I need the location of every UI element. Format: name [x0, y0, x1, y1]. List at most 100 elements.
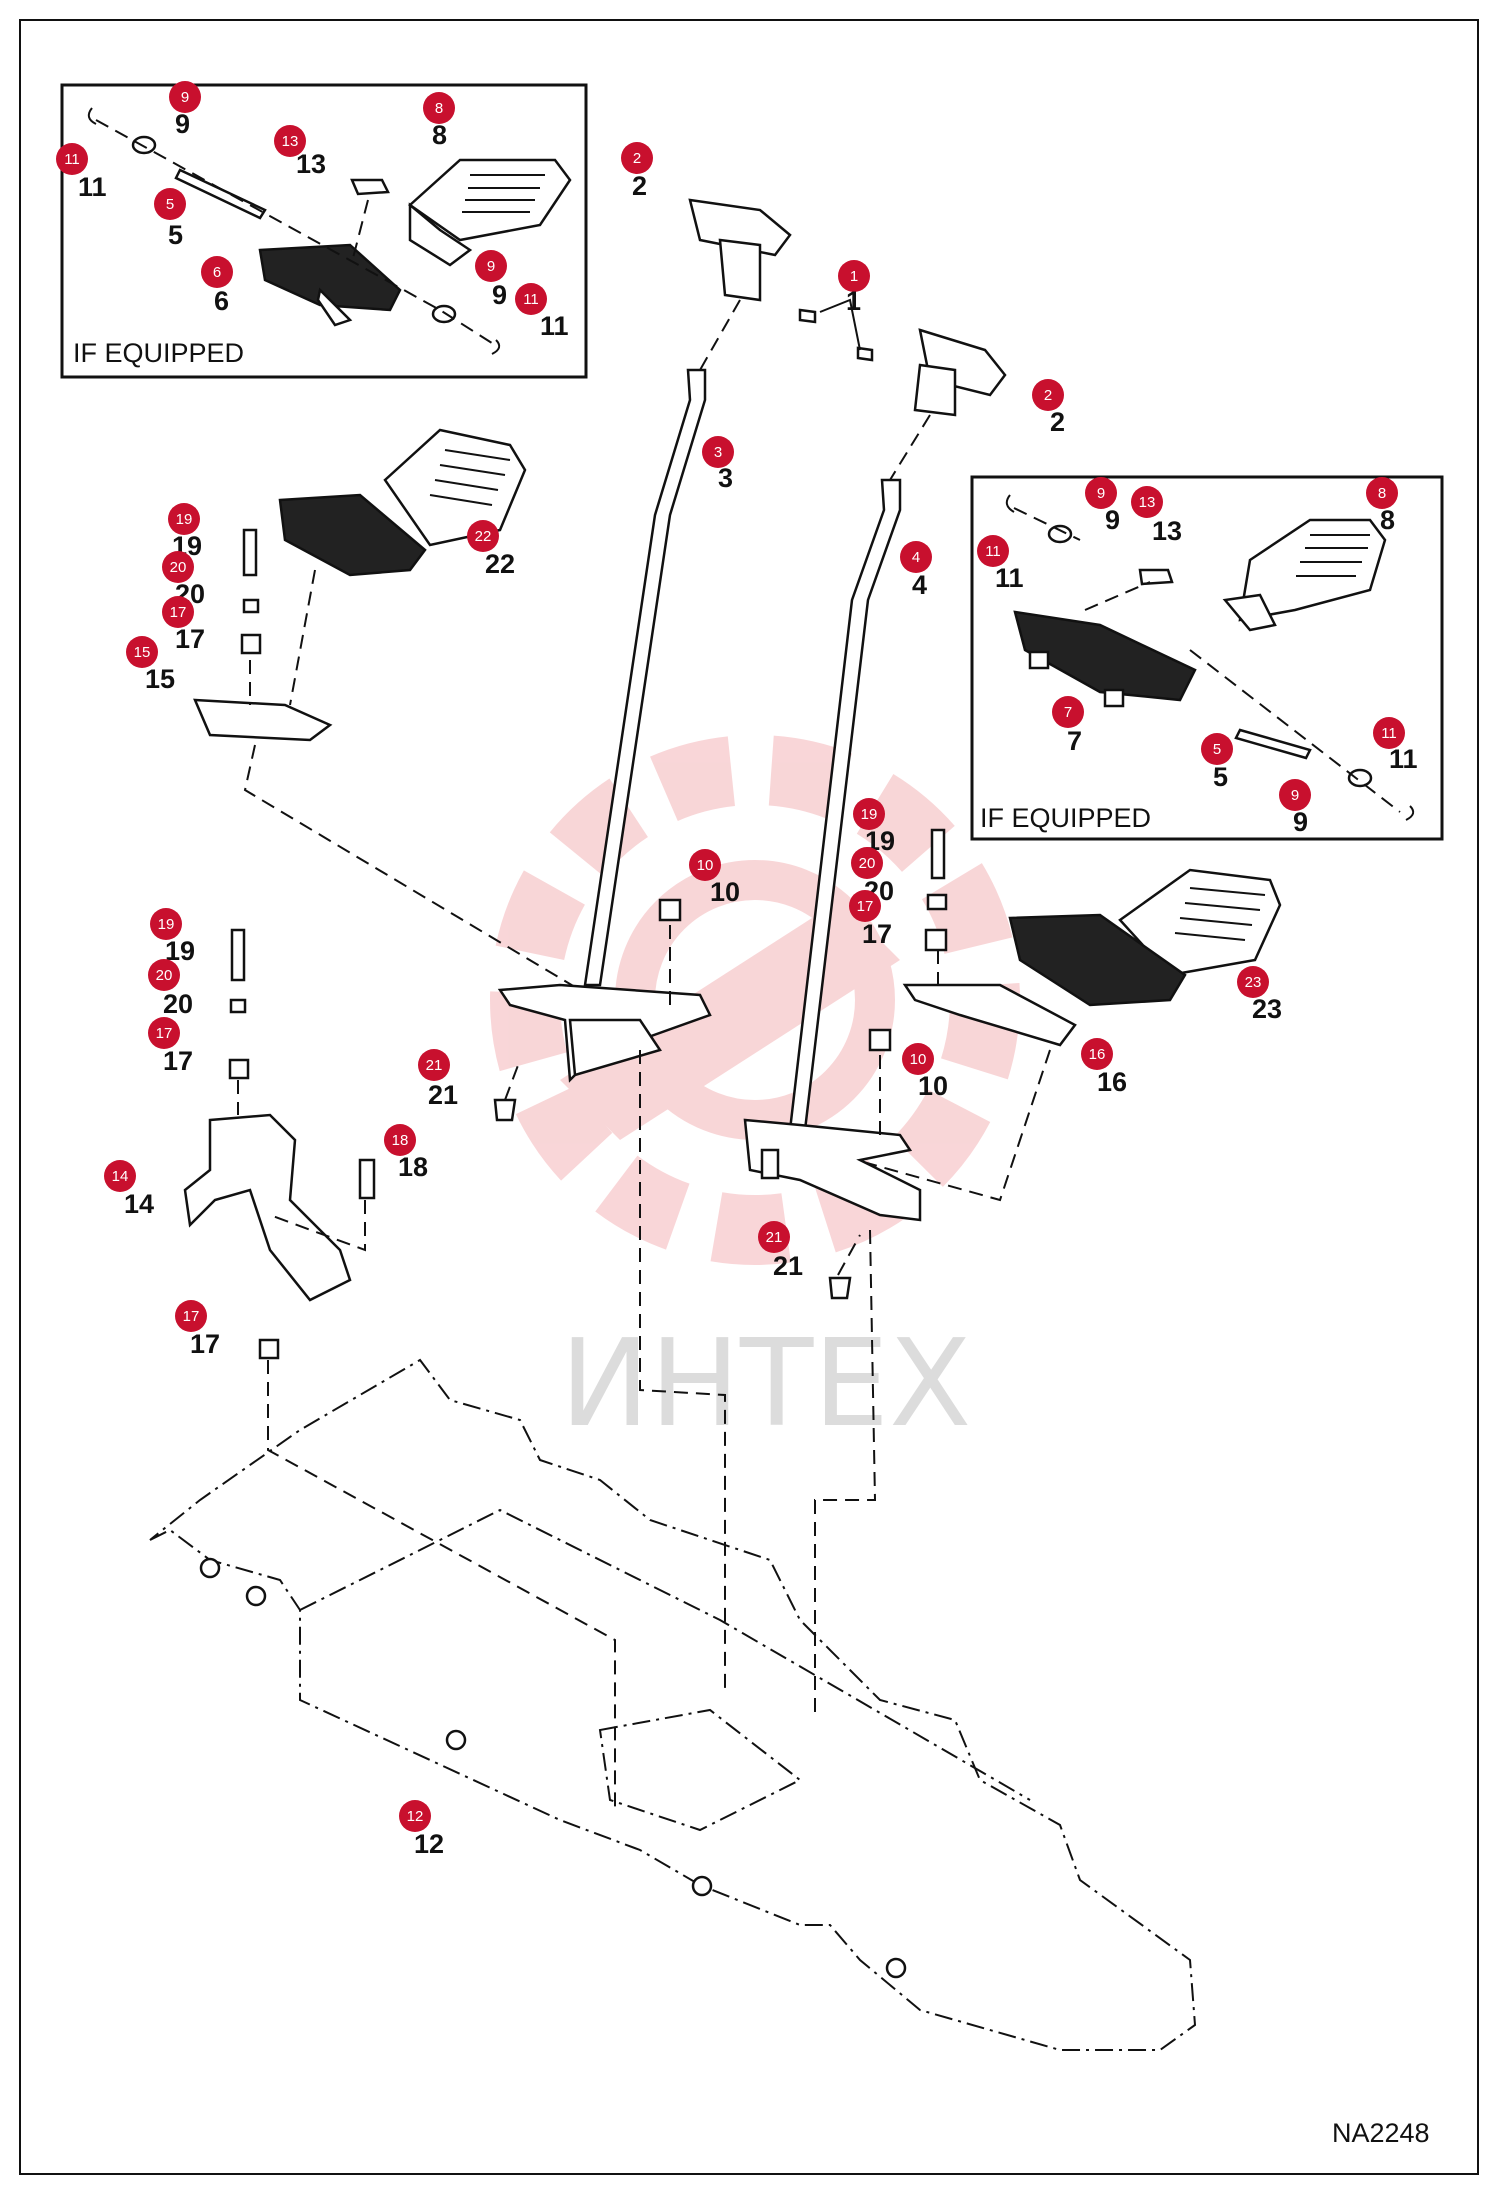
inset-right-parts	[1005, 494, 1415, 821]
callout-badge-23	[1237, 966, 1269, 998]
callout-badge-text-12: 12	[407, 1808, 424, 1825]
callout-number-20: 20	[163, 989, 193, 1019]
inset-note-right: IF EQUIPPED	[980, 803, 1151, 833]
callout-badge-text-4: 4	[912, 549, 920, 566]
callout-badge-text-15: 15	[134, 644, 151, 661]
callout-badge-10	[902, 1043, 934, 1075]
callout-badge-text-17: 17	[170, 604, 187, 621]
callout-number-1: 1	[846, 286, 861, 316]
callout-badge-text-9: 9	[181, 89, 189, 106]
callout-badge-text-13: 13	[1139, 494, 1156, 511]
callout-badge-11	[1373, 717, 1405, 749]
callout-number-11: 11	[540, 311, 569, 341]
callout-badge-7	[1052, 696, 1084, 728]
callout-number-8: 8	[432, 120, 447, 150]
callout-number-9: 9	[1105, 505, 1120, 535]
callout-number-23: 23	[1252, 994, 1282, 1024]
callout-number-17: 17	[163, 1046, 193, 1076]
callout-badge-text-8: 8	[435, 100, 443, 117]
callout-badge-text-10: 10	[910, 1051, 927, 1068]
callout-badge-1	[838, 260, 870, 292]
callout-badge-text-17: 17	[183, 1308, 200, 1325]
callout-badge-text-5: 5	[166, 196, 174, 213]
callout-badge-6	[201, 256, 233, 288]
callout-number-2: 2	[1050, 407, 1065, 437]
callout-number-6: 6	[214, 286, 229, 316]
callout-number-13: 13	[1152, 516, 1182, 546]
callout-badge-13	[274, 125, 306, 157]
callout-number-8: 8	[1380, 505, 1395, 535]
callout-badge-19	[168, 503, 200, 535]
inset-note-top-left: IF EQUIPPED	[73, 338, 244, 368]
right-pedal-assembly	[819, 828, 1282, 1202]
callout-badge-9	[1279, 779, 1311, 811]
callout-badge-11	[56, 143, 88, 175]
callout-badge-5	[1201, 733, 1233, 765]
callout-badge-text-17: 17	[857, 898, 874, 915]
callout-number-2: 2	[632, 171, 647, 201]
callout-badge-21	[418, 1049, 450, 1081]
callout-number-9: 9	[1293, 807, 1308, 837]
handle-levers	[583, 198, 1007, 1132]
callout-number-16: 16	[1097, 1067, 1127, 1097]
callout-number-11: 11	[78, 172, 107, 202]
callout-badge-text-20: 20	[170, 559, 187, 576]
callout-badge-20	[851, 847, 883, 879]
callout-badge-21	[758, 1221, 790, 1253]
callout-badge-text-21: 21	[766, 1229, 783, 1246]
callout-number-18: 18	[398, 1152, 428, 1182]
callout-badge-text-11: 11	[64, 151, 80, 168]
callout-badge-9	[1085, 477, 1117, 509]
inset-box-right	[970, 475, 1444, 841]
callout-badge-17	[148, 1017, 180, 1049]
callout-number-10: 10	[710, 877, 740, 907]
callout-badge-text-5: 5	[1213, 741, 1221, 758]
callout-badge-text-14: 14	[112, 1168, 129, 1185]
callout-badge-19	[150, 908, 182, 940]
callout-badge-text-11: 11	[523, 291, 539, 308]
callout-badge-13	[1131, 486, 1163, 518]
callout-number-9: 9	[492, 280, 507, 310]
callout-number-11: 11	[1389, 744, 1418, 774]
callout-number-17: 17	[175, 624, 205, 654]
callout-badge-text-16: 16	[1089, 1046, 1106, 1063]
callout-badge-text-19: 19	[176, 511, 193, 528]
watermark-text: ИНТЕХ	[560, 1315, 971, 1454]
callout-badge-14	[104, 1160, 136, 1192]
callout-badge-11	[977, 535, 1009, 567]
callout-number-5: 5	[168, 220, 183, 250]
callout-badge-9	[169, 81, 201, 113]
callout-badge-10	[689, 849, 721, 881]
callout-badge-3	[702, 436, 734, 468]
callout-number-3: 3	[718, 463, 733, 493]
callout-badge-8	[423, 92, 455, 124]
callout-number-11: 11	[995, 563, 1024, 593]
callout-badge-12	[399, 1800, 431, 1832]
callout-badge-16	[1081, 1038, 1113, 1070]
callout-badge-11	[515, 283, 547, 315]
callout-number-17: 17	[862, 919, 892, 949]
callout-badge-2	[1032, 379, 1064, 411]
callout-badge-17	[175, 1300, 207, 1332]
inset-top-left-parts	[87, 107, 572, 355]
callout-badge-text-21: 21	[426, 1057, 443, 1074]
callout-badge-text-9: 9	[1291, 787, 1299, 804]
callout-badge-text-8: 8	[1378, 485, 1386, 502]
callout-badge-text-2: 2	[633, 150, 641, 167]
callout-badge-text-2: 2	[1044, 387, 1052, 404]
callout-number-7: 7	[1067, 726, 1082, 756]
callout-badge-18	[384, 1124, 416, 1156]
callout-number-22: 22	[485, 549, 515, 579]
callout-badge-17	[162, 596, 194, 628]
callout-badge-text-10: 10	[697, 857, 714, 874]
drawing-frame	[19, 19, 1479, 2175]
callout-badge-text-22: 22	[475, 528, 492, 545]
floor-plate	[149, 1358, 1197, 2051]
callout-number-12: 12	[414, 1829, 444, 1859]
callout-badge-5	[154, 188, 186, 220]
left-pedal-assembly	[193, 428, 581, 991]
callout-badge-text-9: 9	[1097, 485, 1105, 502]
callout-badge-text-11: 11	[1381, 725, 1397, 742]
